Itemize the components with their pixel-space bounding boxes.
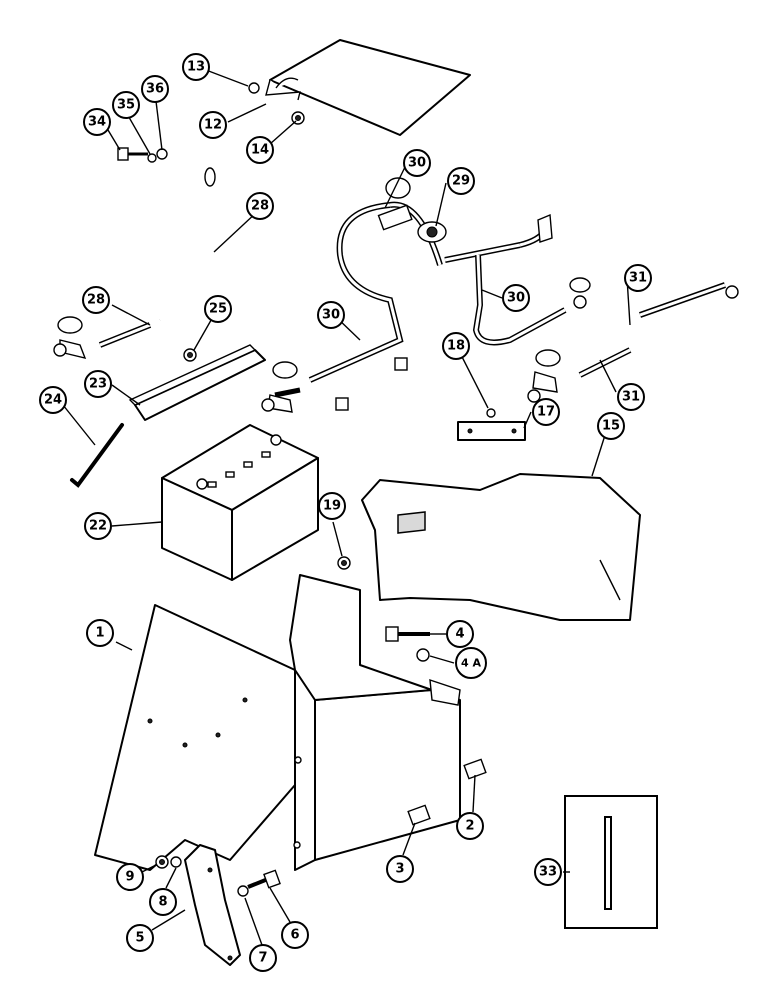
callout-30-mid: 30	[317, 301, 345, 329]
callout-15: 15	[597, 412, 625, 440]
callout-30-right-label: 30	[507, 291, 525, 306]
callout-13-label: 13	[187, 60, 205, 75]
callout-33-label: 33	[539, 865, 557, 880]
part-2-spacer	[463, 758, 487, 780]
spring-contacts	[335, 357, 408, 411]
part-6-bolt	[247, 869, 281, 889]
callout-5: 5	[126, 924, 154, 952]
part-4a-washer	[416, 648, 430, 662]
part-19-nut	[337, 556, 351, 570]
callout-8-label: 8	[158, 895, 167, 910]
callout-4a: 4 A	[455, 647, 487, 679]
callout-34-label: 34	[88, 115, 106, 130]
callout-14-label: 14	[251, 143, 269, 158]
callout-23-label: 23	[89, 377, 107, 392]
callout-23: 23	[84, 370, 112, 398]
callout-28-lower: 28	[82, 286, 110, 314]
callout-12-label: 12	[204, 118, 222, 133]
part-23-clamp-bar	[128, 344, 266, 421]
part-14-nut	[291, 111, 305, 125]
part-18-screw	[486, 408, 496, 418]
callout-33: 33	[534, 858, 562, 886]
callout-25-label: 25	[209, 302, 227, 317]
callout-9-label: 9	[125, 870, 134, 885]
part-4-bolt	[385, 626, 430, 642]
part-8-washer	[170, 856, 182, 868]
callout-6: 6	[281, 921, 309, 949]
callout-30-top-label: 30	[408, 156, 426, 171]
part-15-shroud	[361, 473, 641, 621]
part-7-washer	[237, 885, 249, 897]
callout-18-label: 18	[447, 339, 465, 354]
callout-31-upper: 31	[624, 264, 652, 292]
callout-5-label: 5	[135, 931, 144, 946]
callout-7: 7	[249, 944, 277, 972]
callout-3-label: 3	[395, 862, 404, 877]
callout-29-label: 29	[452, 174, 470, 189]
callout-6-label: 6	[290, 928, 299, 943]
callout-2: 2	[456, 812, 484, 840]
part-35-washer	[147, 153, 157, 163]
leader-lines	[54, 69, 631, 946]
part-3-spacer	[407, 804, 431, 826]
callout-8: 8	[149, 888, 177, 916]
callout-34: 34	[83, 108, 111, 136]
part-13-screw	[248, 82, 260, 94]
callout-29: 29	[447, 167, 475, 195]
callout-9: 9	[116, 863, 144, 891]
part-17-plate	[457, 421, 526, 441]
part-5-bracket	[184, 844, 241, 966]
callout-17: 17	[532, 398, 560, 426]
part-12-cover-plate	[265, 39, 471, 136]
callout-19: 19	[318, 492, 346, 520]
callout-31-lower-label: 31	[622, 390, 640, 405]
callout-28-lower-label: 28	[87, 293, 105, 308]
callout-31-lower: 31	[617, 383, 645, 411]
callout-22-label: 22	[89, 519, 107, 534]
callout-28-upper: 28	[246, 192, 274, 220]
part-30-cable-harness	[261, 177, 591, 413]
part-1-battery-box	[94, 574, 461, 871]
callout-12: 12	[199, 111, 227, 139]
callout-1-label: 1	[95, 626, 104, 641]
part-22-battery	[161, 424, 319, 581]
callout-18: 18	[442, 332, 470, 360]
callout-25: 25	[204, 295, 232, 323]
part-29-connector	[417, 221, 447, 243]
callout-35-label: 35	[117, 98, 135, 113]
callout-19-label: 19	[323, 499, 341, 514]
callout-30-top: 30	[403, 149, 431, 177]
callout-22: 22	[84, 512, 112, 540]
callout-2-label: 2	[465, 819, 474, 834]
part-36-nut	[156, 148, 168, 160]
callout-15-label: 15	[602, 419, 620, 434]
callout-7-label: 7	[258, 951, 267, 966]
part-9-nut	[155, 855, 169, 869]
callout-13: 13	[182, 53, 210, 81]
callout-36: 36	[141, 75, 169, 103]
callout-14: 14	[246, 136, 274, 164]
part-28-cable	[53, 167, 216, 359]
part-31-cable	[527, 282, 739, 403]
part-33-panel	[564, 795, 658, 929]
callout-35: 35	[112, 91, 140, 119]
callout-30-right: 30	[502, 284, 530, 312]
callout-24-label: 24	[44, 393, 62, 408]
callout-30-mid-label: 30	[322, 308, 340, 323]
part-24-rod	[70, 423, 124, 488]
part-34-bolt	[117, 147, 148, 161]
callout-4a-label: 4 A	[461, 657, 481, 670]
callout-24: 24	[39, 386, 67, 414]
callout-17-label: 17	[537, 405, 555, 420]
callout-28-upper-label: 28	[251, 199, 269, 214]
callout-36-label: 36	[146, 82, 164, 97]
callout-31-upper-label: 31	[629, 271, 647, 286]
callout-1: 1	[86, 619, 114, 647]
callout-4-label: 4	[455, 627, 464, 642]
callout-4: 4	[446, 620, 474, 648]
part-25-nut	[183, 348, 197, 362]
callout-3: 3	[386, 855, 414, 883]
